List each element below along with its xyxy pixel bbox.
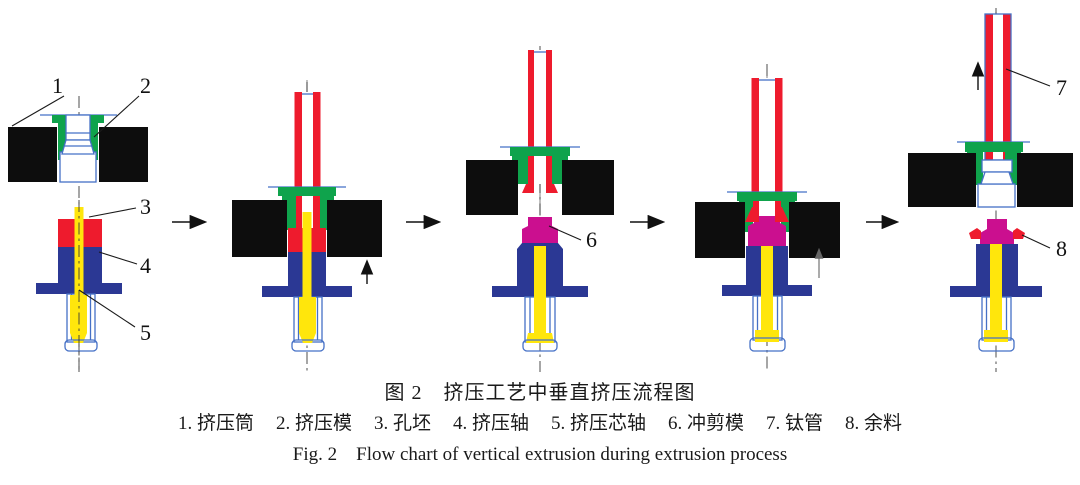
- container-block-left: [908, 153, 976, 207]
- extrusion-mandrel: [534, 246, 546, 333]
- container-block-left: [232, 200, 287, 257]
- tube-bottom-flare: [522, 184, 558, 193]
- legend-item-7: 7. 钛管: [766, 413, 824, 434]
- extruded-tube-wall-left: [528, 50, 534, 184]
- legend-item-4: 4. 挤压轴: [452, 413, 529, 434]
- extrusion-die-flange: [278, 187, 336, 196]
- extrusion-container-and-die: [8, 114, 148, 183]
- tube-bore: [993, 14, 1003, 160]
- punch-shear-die: [748, 216, 786, 246]
- legend-item-6: 6. 冲剪模: [668, 413, 745, 434]
- die-channel-bell: [980, 171, 1014, 185]
- extrusion-mandrel: [761, 246, 773, 330]
- titanium-tube-wall-left: [985, 14, 993, 160]
- container-block-right: [562, 160, 614, 215]
- stage-4: [695, 64, 840, 372]
- extruded-tube-wall-right: [546, 50, 552, 184]
- guide-cylinder-walls: [529, 297, 551, 340]
- tube-bore: [534, 50, 546, 184]
- container-block-right: [99, 127, 148, 182]
- leader-line-8: [1021, 234, 1051, 249]
- container-block-left: [466, 160, 518, 215]
- leader-line-4: [98, 251, 138, 265]
- container-block-right: [1017, 153, 1073, 207]
- tube-bore: [302, 92, 313, 212]
- guide-cylinder-walls: [297, 297, 319, 340]
- punch-shear-die: [522, 217, 558, 243]
- part-label-2: 2: [140, 73, 151, 98]
- extruded-tube-wall-right: [775, 78, 783, 222]
- container-block-left: [8, 127, 57, 182]
- extrusion-die-flange: [737, 192, 797, 201]
- mandrel-foot: [984, 330, 1008, 342]
- part-label-1: 1: [52, 73, 63, 98]
- residual-material: [969, 228, 1025, 239]
- container-block-right: [327, 200, 382, 257]
- extruded-tube-wall-left: [294, 92, 302, 230]
- extrusion-process-diagram: 1 2 3 4 5: [8, 8, 1073, 372]
- leader-line-6: [548, 225, 582, 241]
- cylinder-end-cap: [522, 339, 558, 352]
- stage-5: 7 8: [908, 8, 1073, 372]
- mandrel-collar: [299, 297, 316, 333]
- titanium-tube-wall-right: [1003, 14, 1011, 160]
- stage-2: [232, 80, 382, 372]
- die-channel-steps: [64, 132, 92, 147]
- stage-3: 6: [466, 46, 614, 372]
- extruded-tube-wall-right: [313, 92, 321, 230]
- cylinder-end-cap: [64, 339, 98, 352]
- extrusion-mandrel: [302, 212, 312, 297]
- extrusion-mandrel: [990, 244, 1002, 330]
- part-label-8: 8: [1056, 236, 1067, 261]
- leader-line-5: [78, 289, 136, 328]
- legend-item-1: 1. 挤压筒: [177, 413, 254, 434]
- die-exit-opening: [59, 151, 97, 183]
- part-label-4: 4: [140, 253, 151, 278]
- leader-line-3: [88, 207, 137, 218]
- leader-line-7: [1005, 68, 1051, 87]
- part-label-7: 7: [1056, 75, 1067, 100]
- legend-item-2: 2. 挤压模: [275, 413, 352, 434]
- legend-item-3: 3. 孔坯: [373, 413, 431, 434]
- die-channel-bell: [61, 139, 95, 155]
- figure-caption-en: Fig. 2 Flow chart of vertical extrusion …: [292, 443, 788, 465]
- part-label-5: 5: [140, 320, 151, 345]
- part-label-3: 3: [140, 194, 151, 219]
- container-block-left: [695, 202, 745, 258]
- part-label-6: 6: [586, 227, 597, 252]
- tube-bore: [759, 78, 775, 220]
- die-exit-opening: [977, 183, 1016, 208]
- mandrel-collar: [70, 295, 87, 333]
- extrusion-die-flange: [510, 147, 570, 156]
- legend-item-8: 8. 余料: [845, 413, 903, 434]
- leader-line-1: [11, 95, 65, 127]
- legend-item-5: 5. 挤压芯轴: [551, 413, 647, 434]
- figure-legend: 1. 挤压筒 2. 挤压模 3. 孔坯 4. 挤压轴 5. 挤压芯轴 6. 冲剪模 7. 钛…: [0, 412, 1080, 436]
- container-block-right: [789, 202, 840, 258]
- ram-assembly: [36, 200, 122, 370]
- extrusion-die-flange: [965, 142, 1023, 152]
- extruded-tube-wall-left: [751, 78, 759, 222]
- die-channel: [981, 159, 1013, 173]
- mandrel-foot: [755, 330, 779, 342]
- leader-line-2: [93, 95, 140, 138]
- punch-shear-die: [980, 219, 1014, 244]
- mandrel-foot: [526, 333, 554, 343]
- die-channel: [65, 114, 91, 141]
- cylinder-end-cap: [291, 339, 325, 352]
- figure-caption-zh: 图 2 挤压工艺中垂直挤压流程图: [384, 382, 696, 404]
- cylinder-end-cap: [978, 337, 1015, 352]
- stage-1: 1 2 3 4 5: [8, 73, 151, 372]
- sheared-tube-remnant: [745, 207, 789, 222]
- cylinder-end-cap: [749, 337, 786, 352]
